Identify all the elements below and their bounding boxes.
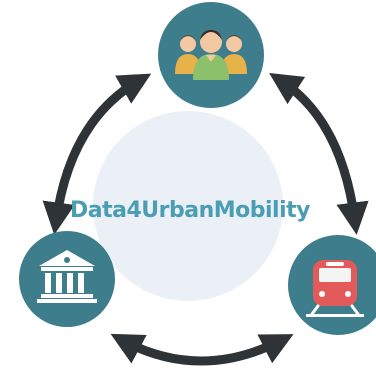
arrow-government-train [110, 333, 294, 366]
diagram-title: Data4UrbanMobility [70, 198, 310, 223]
train-icon [306, 260, 364, 317]
people-node [158, 2, 264, 108]
people-group-icon [175, 30, 247, 80]
arrow-people-government [42, 73, 152, 235]
government-node [19, 231, 115, 327]
arrow-people-train [269, 72, 369, 235]
train-node [288, 235, 376, 335]
government-building-icon [37, 250, 97, 303]
